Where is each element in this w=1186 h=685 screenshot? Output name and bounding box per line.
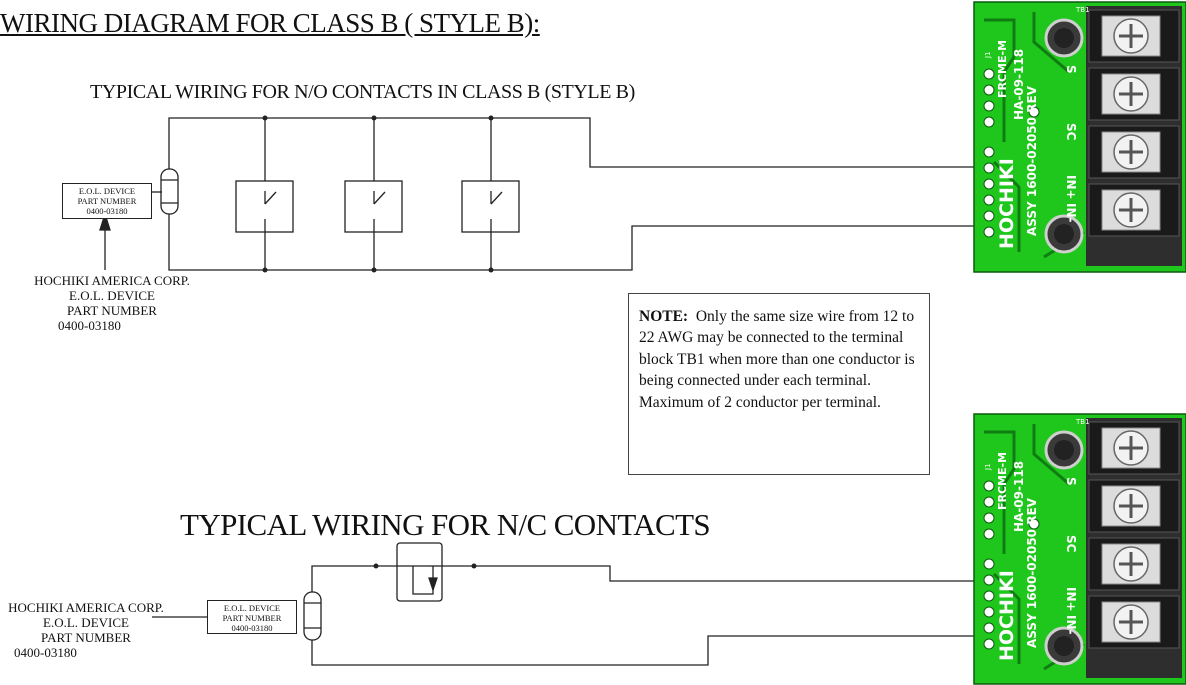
nc-section-title: TYPICAL WIRING FOR N/C CONTACTS	[180, 507, 711, 542]
doc-text: HA-09-118	[1012, 49, 1026, 120]
eol-line2: PART NUMBER	[222, 613, 282, 623]
no-circuit	[99, 117, 978, 271]
eol-line3: 0400-03180	[231, 623, 273, 633]
ref-text: TB1	[1075, 6, 1090, 14]
wire-bottom	[168, 214, 978, 271]
mfr-line4: 0400-03180	[58, 318, 121, 333]
no-section-title: TYPICAL WIRING FOR N/O CONTACTS IN CLASS…	[90, 81, 635, 103]
jref-text: J1	[984, 463, 992, 471]
nc-junctions	[373, 563, 477, 569]
ref-text: TB1	[1075, 418, 1090, 426]
mfr-line1: HOCHIKI AMERICA CORP.	[34, 273, 190, 288]
eol-resistor-2	[303, 591, 322, 641]
mfr-line2: E.O.L. DEVICE	[43, 615, 129, 630]
terminal-s: S	[1064, 477, 1078, 486]
eol-line3: 0400-03180	[86, 206, 128, 216]
eol-line1: E.O.L. DEVICE	[223, 603, 281, 613]
manufacturer-label-2: HOCHIKI AMERICA CORP. E.O.L. DEVICE PART…	[0, 600, 172, 660]
mfr-line4: 0400-03180	[14, 645, 77, 660]
mfr-line1: HOCHIKI AMERICA CORP.	[8, 600, 164, 615]
no-junctions	[262, 115, 494, 273]
wire-top-nc	[311, 565, 426, 592]
terminal-in-minus: IN-	[1064, 615, 1078, 635]
contact-3	[461, 118, 520, 270]
terminal-in-minus: IN-	[1064, 203, 1078, 223]
mfr-line2: E.O.L. DEVICE	[69, 288, 155, 303]
mfr-line3: PART NUMBER	[41, 630, 131, 645]
mfr-line3: PART NUMBER	[67, 303, 157, 318]
terminal-sc: SC	[1064, 535, 1078, 553]
contact-2	[344, 118, 403, 270]
eol-device-label-1: E.O.L. DEVICE PART NUMBER 0400-03180	[62, 183, 152, 219]
eol-device-label-2: E.O.L. DEVICE PART NUMBER 0400-03180	[207, 600, 297, 634]
doc-text: HA-09-118	[1012, 461, 1026, 532]
wire-top	[168, 117, 978, 169]
model-text: FRCME-M	[996, 452, 1009, 510]
manufacturer-label-1: HOCHIKI AMERICA CORP. E.O.L. DEVICE PART…	[22, 273, 202, 333]
nc-contact	[396, 542, 443, 602]
brand-text: HOCHIKI	[996, 570, 1018, 661]
wire-bottom-nc	[311, 635, 978, 666]
note-lead: NOTE:	[639, 308, 689, 325]
brand-text: HOCHIKI	[996, 158, 1018, 249]
eol-resistor-1	[160, 168, 179, 215]
jref-text: J1	[984, 51, 992, 59]
note-box: NOTE: Only the same size wire from 12 to…	[628, 293, 930, 475]
board-labels-top: HOCHIKI ASSY 1600-02050 REV FRCME-M HA-0…	[984, 6, 1090, 249]
eol-line1: E.O.L. DEVICE	[78, 186, 136, 196]
assy-text: ASSY 1600-02050 REV	[1025, 497, 1039, 648]
terminal-in-plus: IN+	[1064, 587, 1078, 612]
model-text: FRCME-M	[996, 40, 1009, 98]
assy-text: ASSY 1600-02050 REV	[1025, 85, 1039, 236]
note-text: Only the same size wire from 12 to 22 AW…	[639, 308, 915, 411]
terminal-s: S	[1064, 65, 1078, 74]
board-labels-bottom: HOCHIKI ASSY 1600-02050 REV FRCME-M HA-0…	[984, 418, 1090, 661]
nc-circuit	[152, 542, 978, 666]
contact-1	[235, 118, 294, 270]
terminal-in-plus: IN+	[1064, 175, 1078, 200]
terminal-sc: SC	[1064, 123, 1078, 141]
page-heading: WIRING DIAGRAM FOR CLASS B ( STYLE B):	[0, 8, 540, 38]
eol-line2: PART NUMBER	[77, 196, 137, 206]
